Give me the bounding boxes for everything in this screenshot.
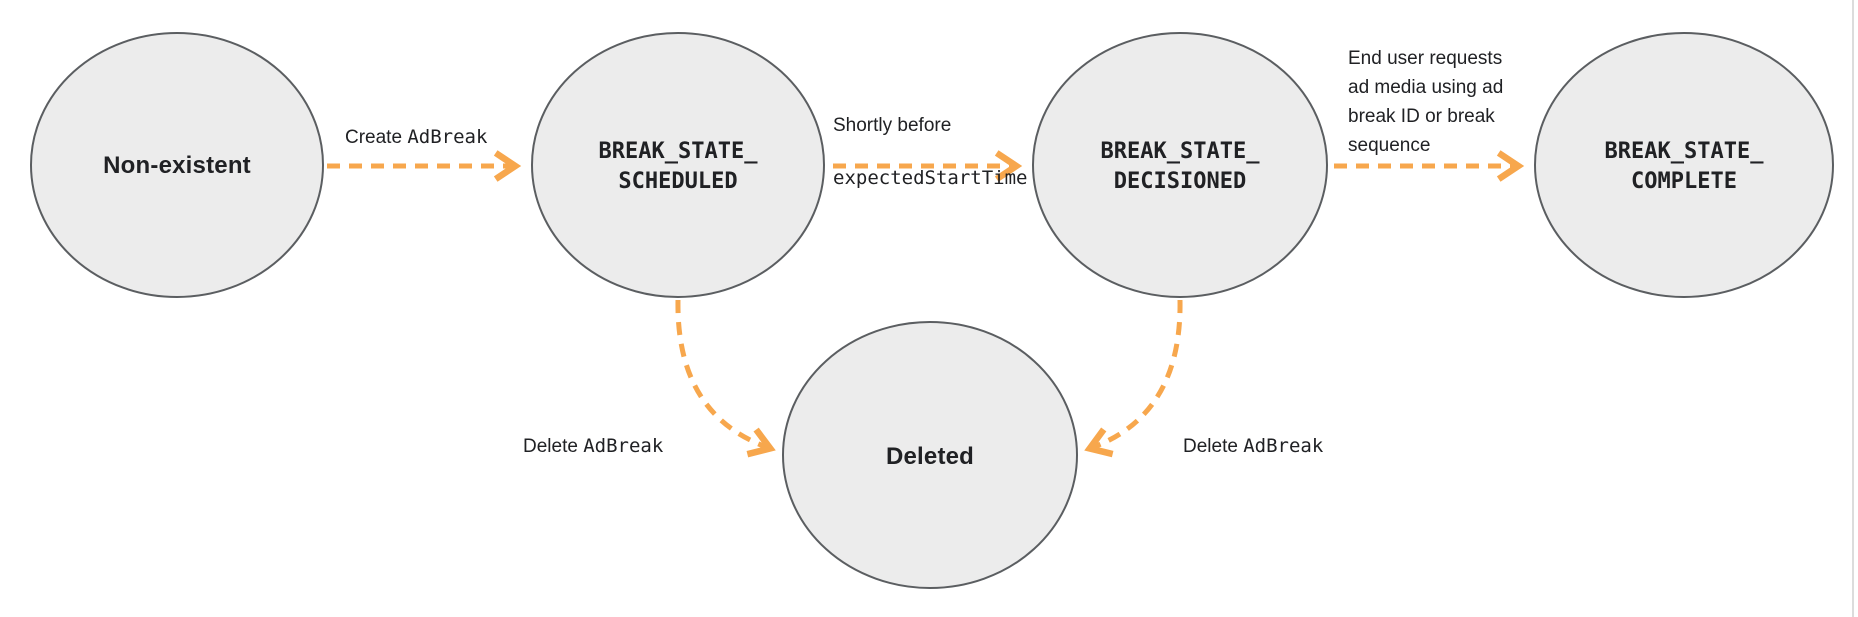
node-break-state-decisioned xyxy=(1032,32,1328,298)
node-break-state-complete xyxy=(1534,32,1834,298)
node-non-existent xyxy=(30,32,324,298)
arrow-delete-adbreak-left xyxy=(675,299,776,458)
edge-label-end-user-requests: End user requests ad media using ad brea… xyxy=(1348,48,1504,156)
node-label-break-state-scheduled: BREAK_STATE_ SCHEDULED xyxy=(598,139,758,194)
edge-label-create-adbreak-text: Create xyxy=(345,127,408,148)
node-label-non-existent: Non-existent xyxy=(103,152,251,179)
content-right-border xyxy=(1852,0,1854,617)
arrow-delete-adbreak-right xyxy=(1084,299,1183,458)
node-label-break-state-decisioned: BREAK_STATE_ DECISIONED xyxy=(1100,139,1260,194)
node-label-break-state-complete: BREAK_STATE_ COMPLETE xyxy=(1604,139,1764,194)
edge-label-shortly-before: Shortly before expectedStartTime xyxy=(833,87,1027,217)
edge-label-delete-adbreak-right-code: AdBreak xyxy=(1243,435,1324,457)
edge-label-delete-adbreak-right: Delete AdBreak xyxy=(1183,407,1323,460)
edge-label-shortly-before-text: Shortly before xyxy=(833,115,952,136)
edge-label-delete-adbreak-left: Delete AdBreak xyxy=(523,407,663,460)
edge-label-create-adbreak: Create AdBreak xyxy=(345,98,487,151)
edge-label-delete-adbreak-right-text: Delete xyxy=(1183,436,1244,457)
edge-label-delete-adbreak-left-text: Delete xyxy=(523,436,584,457)
node-label-deleted: Deleted xyxy=(885,443,975,470)
node-break-state-scheduled xyxy=(531,32,825,298)
edge-label-create-adbreak-code: AdBreak xyxy=(407,126,488,148)
edge-label-delete-adbreak-left-code: AdBreak xyxy=(583,435,664,457)
edge-label-shortly-before-code: expectedStartTime xyxy=(833,167,1028,189)
node-deleted xyxy=(782,321,1078,589)
